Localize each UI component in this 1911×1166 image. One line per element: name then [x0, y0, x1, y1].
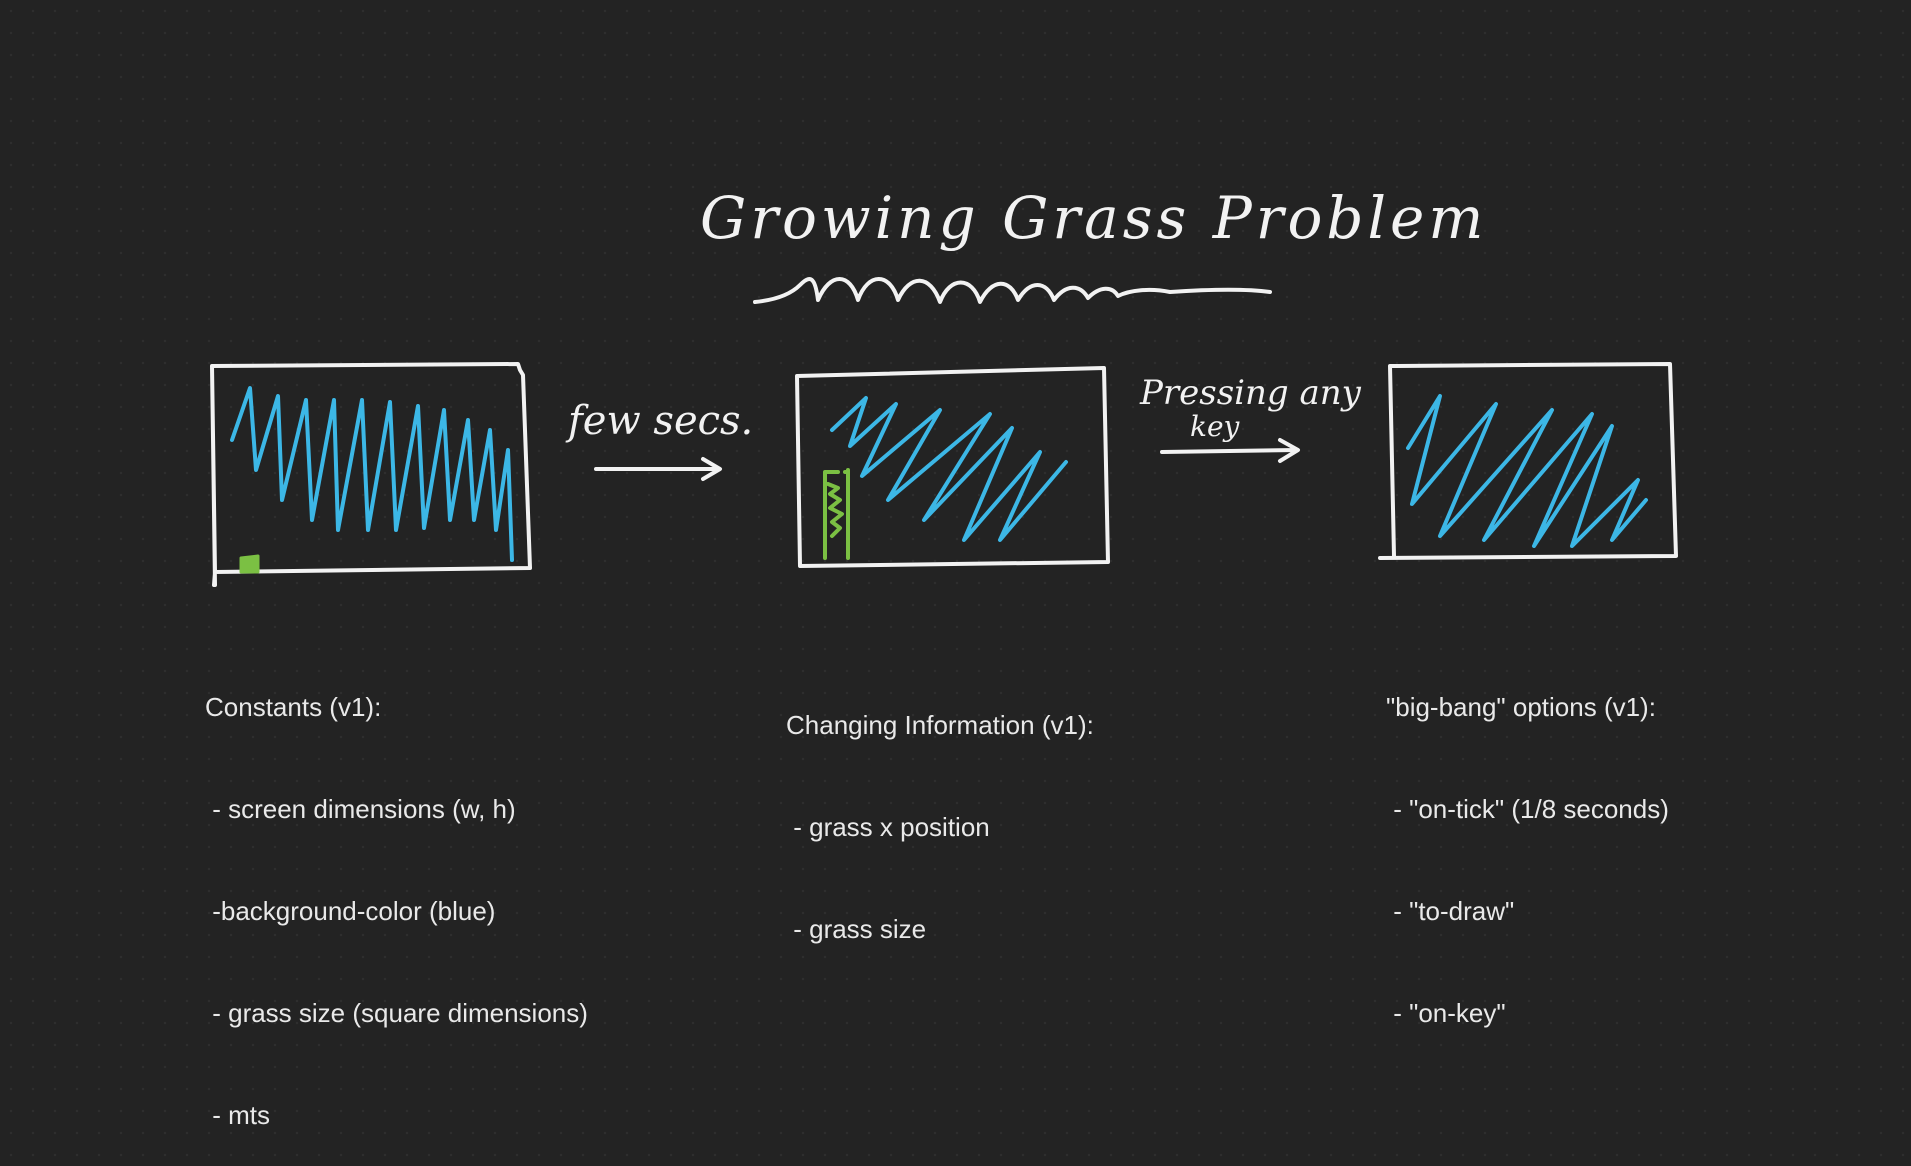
frame-3-sky-scribble — [1406, 394, 1648, 548]
frame-reset-scene — [1378, 362, 1678, 560]
transition-arrow-time: few secs. — [565, 398, 753, 481]
changing-heading: Changing Information (v1): — [786, 710, 1094, 740]
constants-item: - mts — [205, 1100, 270, 1130]
changing-item: - grass x position — [786, 812, 990, 842]
changing-item: - grass size — [786, 914, 927, 944]
frame-grown-grass-scene — [795, 366, 1110, 568]
whiteboard-canvas: Growing Grass Problem few secs. Pressing… — [210, 184, 1678, 587]
constants-item: - screen dimensions (w, h) — [205, 794, 516, 824]
transition-arrow-keypress: Pressing any key — [1139, 373, 1362, 463]
constants-item: - grass size (square dimensions) — [205, 998, 588, 1028]
frame-2-tall-grass — [823, 468, 850, 560]
bigbang-item: - "on-key" — [1386, 998, 1506, 1028]
bigbang-item: - "on-tick" (1/8 seconds) — [1386, 794, 1669, 824]
arrow-2-label-line1: Pressing any — [1139, 373, 1362, 413]
big-bang-options-notes: "big-bang" options (v1): - "on-tick" (1/… — [1386, 622, 1669, 1064]
diagram-title: Growing Grass Problem — [700, 184, 1487, 252]
arrow-2-line — [1160, 438, 1300, 463]
frame-1-border — [210, 362, 532, 587]
frame-initial-scene — [210, 362, 532, 587]
arrow-1-label: few secs. — [565, 398, 753, 444]
constants-item: -background-color (blue) — [205, 896, 496, 926]
bigbang-item: - "to-draw" — [1386, 896, 1515, 926]
frame-2-border — [795, 366, 1110, 568]
arrow-2-label-line2: key — [1190, 410, 1241, 443]
constants-heading: Constants (v1): — [205, 692, 382, 722]
changing-information-notes: Changing Information (v1): - grass x pos… — [786, 640, 1094, 980]
frame-2-sky-scribble — [830, 396, 1068, 542]
frame-1-sky-scribble — [230, 386, 514, 562]
arrow-1-line — [594, 457, 722, 481]
bigbang-heading: "big-bang" options (v1): — [1386, 692, 1656, 722]
frame-1-small-grass — [239, 554, 260, 574]
constants-notes: Constants (v1): - screen dimensions (w, … — [205, 622, 588, 1166]
frame-3-border — [1378, 362, 1678, 560]
title-underline-squiggle — [753, 277, 1272, 304]
